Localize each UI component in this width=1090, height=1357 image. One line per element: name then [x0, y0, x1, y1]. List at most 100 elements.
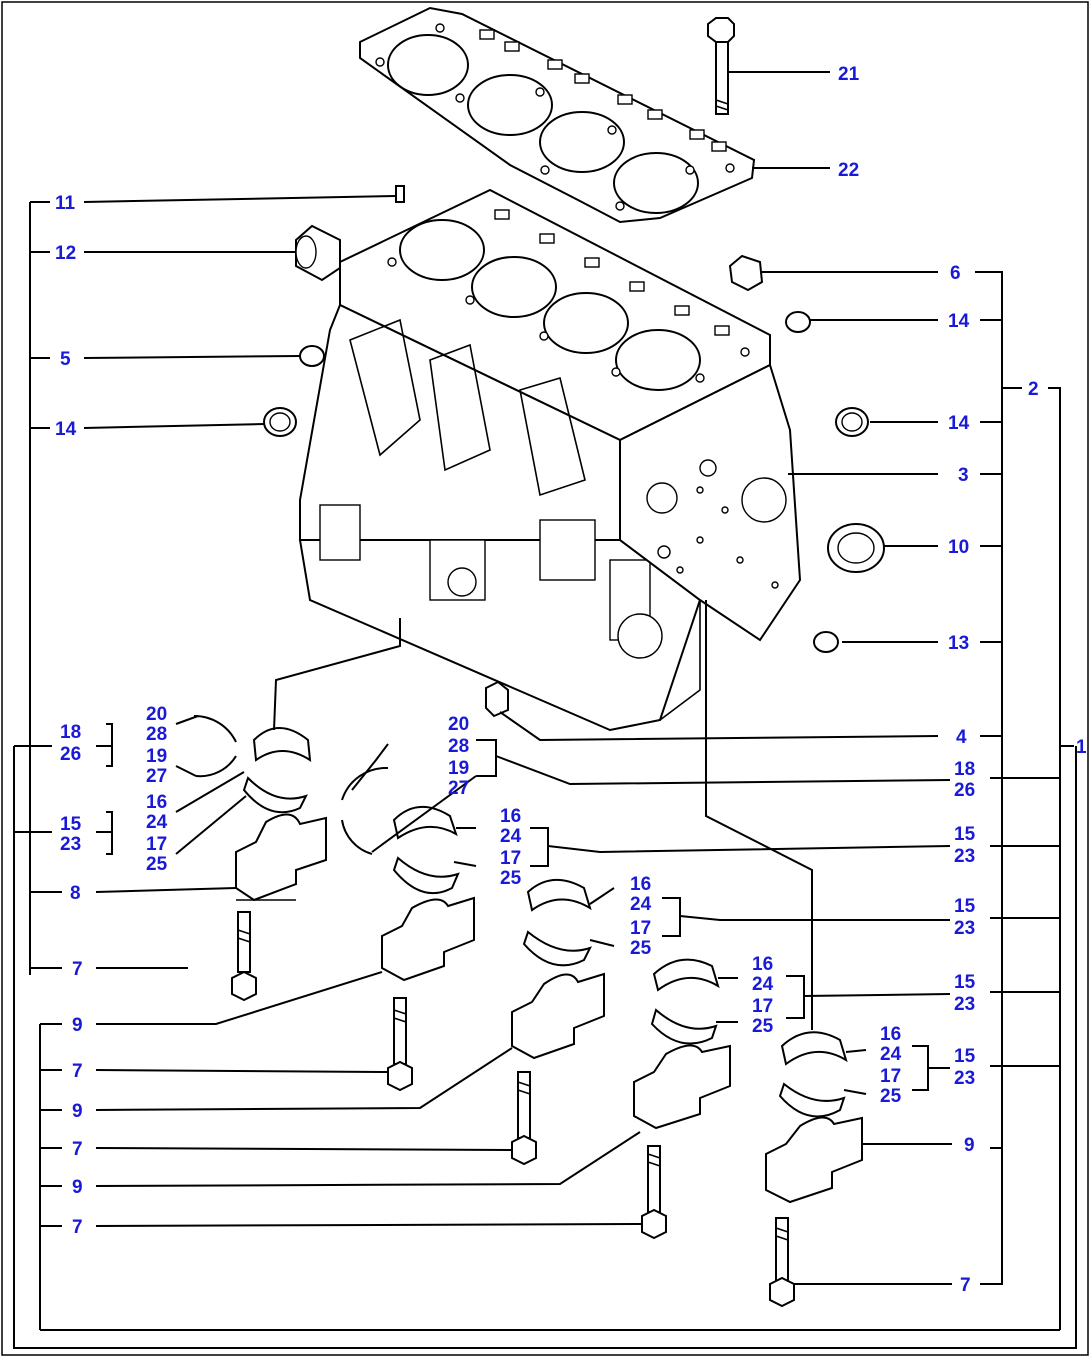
cylinder-block [298, 188, 802, 732]
bearing-shell [242, 727, 312, 814]
callout-bearing-shell: 24 [500, 826, 522, 847]
callout-shell-kit: 15 [954, 824, 976, 845]
callout-shell-kit: 15 [954, 896, 976, 917]
callout-shell-kit: 23 [954, 1068, 975, 1089]
callout-bearing-shell: 17 [752, 996, 773, 1017]
callout-bearing-cap: 9 [72, 1101, 83, 1122]
callout-shell-kit: 23 [954, 846, 975, 867]
callout-block-assembly: 2 [1028, 379, 1039, 400]
cap-bolt [769, 1217, 795, 1308]
callout-cap-bolt: 7 [72, 1061, 83, 1082]
callout-head-gasket: 22 [838, 160, 859, 181]
callout-plug-cup-right: 14 [948, 413, 970, 434]
callout-thrust-washer: 27 [146, 766, 167, 787]
callout-thrust-kit: 26 [954, 780, 975, 801]
callout-plug-cup-large: 12 [55, 243, 76, 264]
plug-cup-large [295, 224, 341, 282]
callout-plug-upper-right: 6 [950, 263, 961, 284]
callout-cap-bolt: 7 [72, 959, 83, 980]
callout-shell-kit: 15 [954, 1046, 976, 1067]
cap-bolt [641, 1145, 667, 1240]
callout-bearing-shell: 17 [880, 1066, 901, 1087]
plug-upper-left [299, 345, 325, 367]
callout-thrust-washer: 27 [448, 778, 469, 799]
callout-shell-kit: 15 [954, 972, 976, 993]
callout-bearing-shell: 24 [146, 812, 168, 833]
callout-shell-kit: 23 [954, 994, 975, 1015]
callout-cap-bolt: 7 [72, 1217, 83, 1238]
callout-bearing-cap: 9 [72, 1177, 83, 1198]
oil-seal [827, 523, 885, 573]
callout-bearing-shell: 16 [146, 792, 167, 813]
head-gasket [359, 6, 756, 224]
callout-cylinder-block: 3 [958, 465, 969, 486]
thrust-washer [341, 766, 389, 855]
bearing-shell [392, 805, 460, 895]
bearing-shell [778, 1031, 848, 1118]
callout-cap-bolt: 7 [72, 1139, 83, 1160]
callout-plug-lower-right: 13 [948, 633, 969, 654]
plug-cup-left [263, 407, 297, 437]
callout-thrust-washer: 20 [146, 704, 167, 725]
callout-bearing-shell: 24 [630, 894, 652, 915]
callout-oil-seal: 10 [948, 537, 969, 558]
head-bolt [707, 17, 735, 115]
bearing-shell [522, 878, 592, 967]
callout-bearing-shell: 16 [752, 954, 773, 975]
callout-bearing-shell: 25 [752, 1016, 774, 1037]
callout-bearing-shell: 25 [146, 854, 168, 875]
callout-bearing-cap: 9 [72, 1015, 83, 1036]
bearing-cap [235, 813, 327, 902]
callout-thrust-washer: 19 [146, 746, 167, 767]
plug-cup-right [835, 407, 869, 437]
callout-head-bolt: 21 [838, 64, 860, 85]
callout-bearing-cap: 8 [70, 883, 81, 904]
callout-complete-assembly: 1 [1076, 737, 1087, 758]
callout-plug-cup-left: 14 [55, 419, 77, 440]
callout-bearing-shell: 25 [880, 1086, 902, 1107]
bearing-cap [765, 1116, 863, 1204]
bearing-cap [633, 1044, 731, 1130]
callout-shell-kit: 23 [60, 834, 81, 855]
callout-bearing-shell: 25 [500, 868, 522, 889]
plug-cup-right-upper [785, 311, 811, 333]
callout-thrust-washer: 20 [448, 714, 469, 735]
plug-upper-right [728, 254, 764, 292]
callout-bearing-shell: 16 [500, 806, 521, 827]
callout-dowel-pin: 11 [55, 193, 76, 214]
callout-bearing-shell: 17 [500, 848, 521, 869]
callout-thrust-kit: 26 [60, 744, 81, 765]
callout-plug-cup-right-upper: 14 [948, 311, 970, 332]
callout-bearing-shell: 17 [630, 918, 651, 939]
cap-bolt [231, 911, 257, 1002]
callout-thrust-washer: 19 [448, 758, 469, 779]
leader-lines [13, 71, 1077, 1349]
callout-cap-bolt: 7 [960, 1275, 971, 1296]
bearing-cap [511, 972, 605, 1060]
callout-bearing-shell: 25 [630, 938, 652, 959]
callout-bearing-shell: 17 [146, 834, 167, 855]
callout-bearing-shell: 16 [880, 1024, 901, 1045]
callout-shell-kit: 15 [60, 814, 82, 835]
drain-plug [485, 680, 509, 718]
callout-thrust-kit: 18 [60, 722, 81, 743]
callout-bearing-cap: 9 [964, 1135, 975, 1156]
dowel-pin [395, 185, 405, 203]
callout-thrust-washer: 28 [448, 736, 469, 757]
part-callouts: 21 22 11 12 5 14 6 14 14 3 10 13 4 2 1 1… [55, 64, 1087, 1296]
callout-bearing-shell: 24 [880, 1044, 902, 1065]
bearing-shell [650, 958, 720, 1045]
cap-bolt [511, 1071, 537, 1166]
callout-bearing-shell: 16 [630, 874, 651, 895]
callout-thrust-washer: 28 [146, 724, 167, 745]
callout-plug-upper-left: 5 [60, 349, 71, 370]
callout-drain-plug: 4 [956, 727, 967, 748]
plug-lower-right [813, 631, 839, 653]
callout-thrust-kit: 18 [954, 759, 975, 780]
callout-bearing-shell: 24 [752, 974, 774, 995]
cap-bolt [387, 997, 413, 1092]
bearing-cap [381, 896, 475, 982]
callout-shell-kit: 23 [954, 918, 975, 939]
